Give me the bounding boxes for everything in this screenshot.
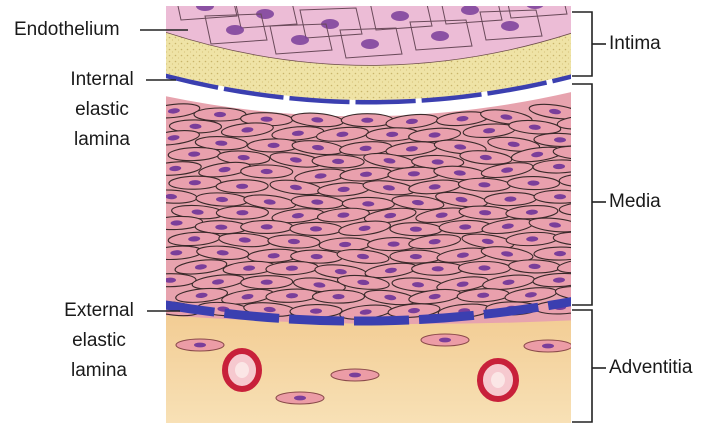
nucleus (361, 118, 373, 123)
nucleus (461, 5, 479, 15)
nucleus (361, 39, 379, 49)
nucleus (214, 112, 226, 117)
fibroblast (331, 369, 379, 381)
smooth-muscle-cell (534, 133, 586, 147)
nucleus (194, 343, 206, 348)
intima-label: Intima (609, 32, 661, 56)
nucleus (573, 150, 585, 156)
nucleus (501, 21, 519, 31)
external-elastic-lamina-line-1: External (52, 299, 146, 323)
internal-elastic-lamina-line-1: Internal (58, 68, 146, 92)
internal-elastic-lamina-label: Internal elastic lamina (58, 68, 146, 152)
nucleus (439, 338, 451, 343)
media-label: Media (609, 190, 661, 214)
nucleus (261, 224, 273, 229)
external-elastic-lamina-label: External elastic lamina (52, 299, 146, 383)
smooth-muscle-cell (241, 165, 293, 179)
endothelium-label: Endothelium (14, 18, 120, 42)
smooth-muscle-cell (341, 114, 393, 127)
smooth-muscle-cell (534, 247, 586, 261)
nucleus (332, 294, 344, 299)
fibroblast (524, 340, 572, 352)
nucleus (196, 1, 214, 11)
external-elastic-lamina-line-3: lamina (52, 359, 146, 383)
smooth-muscle-cell (390, 250, 442, 263)
nucleus (431, 31, 449, 41)
nucleus (310, 226, 322, 231)
nucleus (579, 177, 591, 182)
smooth-muscle-cell (144, 273, 196, 287)
nucleus (577, 262, 590, 269)
internal-elastic-lamina-line-2: elastic (58, 98, 146, 122)
smooth-muscle-cell (216, 206, 268, 219)
adventitia-label: Adventitia (609, 356, 692, 380)
nucleus (294, 396, 306, 401)
smooth-muscle-cell (194, 108, 246, 121)
smooth-muscle-cell (390, 222, 442, 236)
media-bracket (572, 84, 606, 305)
nucleus (542, 344, 554, 349)
smooth-muscle-cell (507, 176, 559, 190)
nucleus (575, 290, 587, 296)
external-elastic-lamina-line-2: elastic (52, 329, 146, 353)
nucleus (573, 236, 585, 242)
smooth-muscle-cell (458, 261, 510, 274)
nucleus (226, 25, 244, 35)
nucleus (577, 119, 589, 125)
nucleus (391, 11, 409, 21)
adventitia-bracket (572, 310, 606, 422)
vasa-vasorum-right (480, 361, 516, 399)
intima-bracket (572, 12, 606, 76)
vasa-vasorum-left (225, 351, 259, 389)
smooth-muscle-cell (534, 190, 586, 203)
smooth-muscle-cell (312, 290, 364, 303)
fibroblast (276, 392, 324, 404)
nucleus (579, 206, 591, 212)
fibroblast (421, 334, 469, 346)
smooth-muscle-cell (241, 220, 293, 233)
smooth-muscle-cell (290, 222, 342, 235)
nucleus (554, 194, 566, 199)
smooth-muscle-cell (412, 262, 464, 275)
smooth-muscle-cell (216, 179, 268, 193)
fibroblast (176, 339, 224, 351)
nucleus (291, 35, 309, 45)
nucleus (349, 373, 361, 378)
internal-elastic-lamina-line-3: lamina (58, 128, 146, 152)
